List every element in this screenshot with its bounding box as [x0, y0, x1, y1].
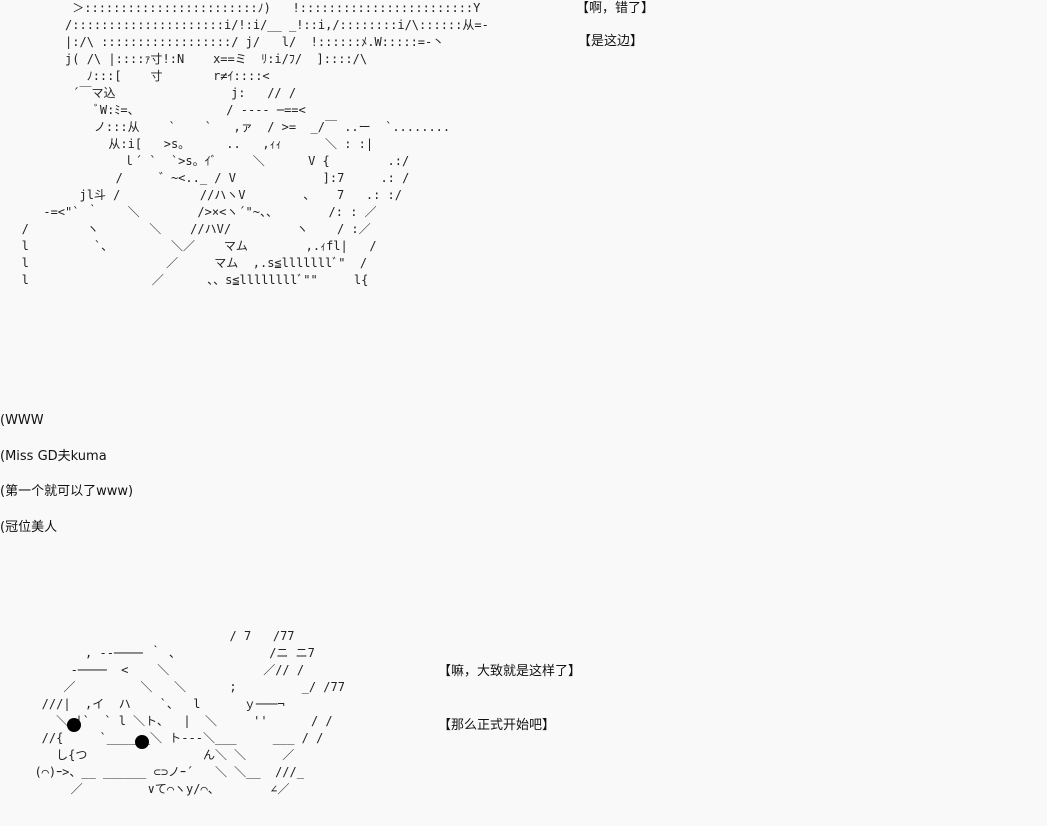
eye-dot-icon	[135, 735, 149, 749]
dialogue-line-this-way: 【是这边】	[578, 34, 644, 49]
eye-dot-icon	[67, 718, 81, 732]
ascii-art-character-bottom: / 7 /77 , --──── ｀ ､ /ニ ニ7 -──── < ＼ ／//…	[34, 629, 345, 796]
comment-line: (第一个就可以了www)	[0, 484, 134, 499]
dialogue-line-begin: 【那么正式开始吧】	[438, 718, 556, 733]
comment-line: (WWW	[0, 413, 44, 428]
ascii-art-character-top: ＞::::::::::::::::::::::::ﾉ) !:::::::::::…	[21, 1, 489, 287]
dialogue-line-wrong: 【啊，错了】	[576, 1, 655, 16]
comment-line: (Miss GD夫kuma	[0, 449, 107, 464]
comment-line: (冠位美人	[0, 520, 58, 535]
dialogue-line-roughly: 【嘛，大致就是这样了】	[438, 664, 582, 679]
